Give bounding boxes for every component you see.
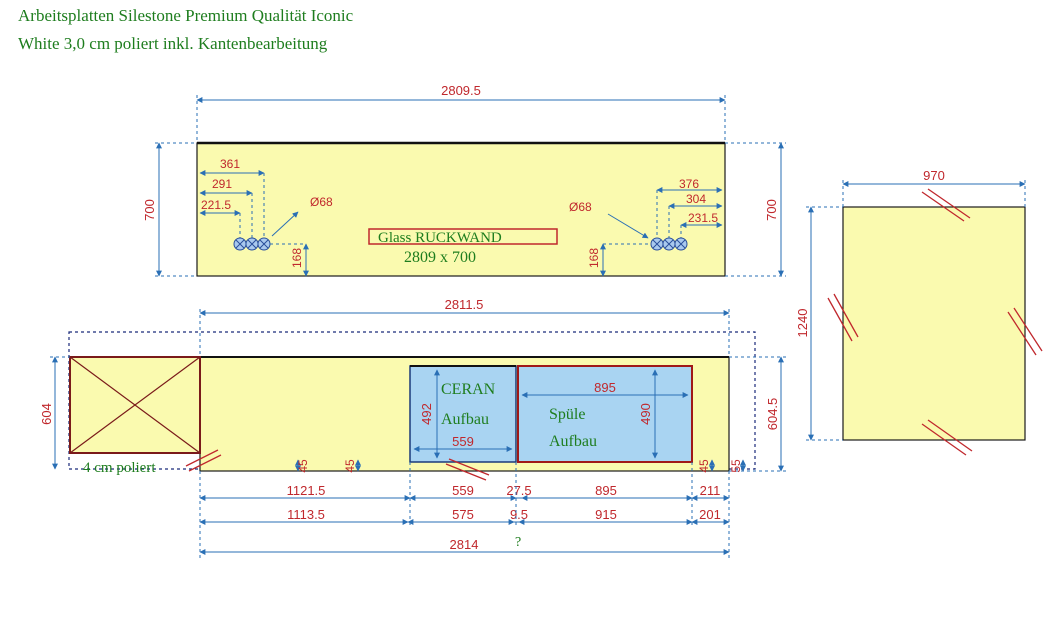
row1-dim-2: 559 <box>452 483 474 498</box>
edge-note: 4 cm poliert <box>83 460 156 476</box>
front-dim-4: 55 <box>729 459 743 473</box>
right-socket-holes: 376 304 231.5 Ø68 168 <box>569 177 723 277</box>
left-socket-holes: 361 291 221.5 Ø68 168 <box>199 157 333 277</box>
backsplash-label-box <box>368 228 558 245</box>
worktop-drawing: 2811.5 604 604.5 CERAN Aufbau 559 492 Sp… <box>39 297 786 560</box>
row1-dim-1: 1121.5 <box>287 483 326 498</box>
sink-label-line1: Spüle <box>549 406 585 423</box>
backsplash-size: 2809 x 700 <box>404 249 476 266</box>
dimension-row-2: 1113.5 575 9.5 915 201 <box>199 507 730 525</box>
worktop-total-label: 2814 <box>450 537 479 552</box>
left-hole-height: 168 <box>290 248 304 268</box>
backsplash-label: Glass RUCKWAND <box>378 230 502 246</box>
header-title-line1: Arbeitsplatten Silestone Premium Qualitä… <box>18 6 354 25</box>
sink-width: 895 <box>594 380 616 395</box>
row1-dim-3: 27.5 <box>506 483 531 498</box>
right-hole-dim-3: 231.5 <box>688 211 718 225</box>
dimension-row-1: 1121.5 559 27.5 895 211 <box>199 483 730 501</box>
row2-dim-5: 201 <box>699 507 721 522</box>
sink-depth: 490 <box>638 403 653 425</box>
header-title-line2: White 3,0 cm poliert inkl. Kantenbearbei… <box>18 34 328 53</box>
edge-marks <box>827 188 1043 456</box>
left-hole-dim-2: 291 <box>212 177 232 191</box>
backsplash-height-right-label: 700 <box>764 199 779 221</box>
ceran-depth: 492 <box>419 403 434 425</box>
worktop-left-depth: 604 <box>39 403 54 425</box>
left-hole-dim-3: 221.5 <box>201 198 231 212</box>
backsplash-width-label: 2809.5 <box>441 83 481 98</box>
side-panel <box>842 206 1026 441</box>
row2-dim-2: 575 <box>452 507 474 522</box>
question-mark: ? <box>515 535 521 550</box>
sink-cutout <box>517 365 693 463</box>
backsplash-panel <box>196 142 726 277</box>
ceran-label-line1: CERAN <box>441 381 496 398</box>
worktop-top-dim: 2811.5 <box>445 297 484 312</box>
right-hole-height: 168 <box>587 248 601 268</box>
worktop-right-depth: 604.5 <box>765 398 780 431</box>
front-dim-2: 45 <box>343 459 357 473</box>
left-hole-dim-1: 361 <box>220 157 240 171</box>
backsplash-height-left-label: 700 <box>142 199 157 221</box>
row2-dim-1: 1113.5 <box>287 507 325 522</box>
row1-dim-5: 211 <box>700 483 721 498</box>
side-panel-drawing: 970 1240 <box>795 168 1043 456</box>
left-hole-diameter: Ø68 <box>310 195 333 209</box>
right-hole-dim-2: 304 <box>686 192 706 206</box>
sink-label-line2: Aufbau <box>549 433 597 450</box>
front-dim-3: 45 <box>697 459 711 473</box>
row2-dim-3: 9.5 <box>510 507 528 522</box>
right-hole-dim-1: 376 <box>679 177 699 191</box>
ceran-width: 559 <box>452 434 474 449</box>
right-hole-diameter: Ø68 <box>569 200 592 214</box>
front-dim-1: 45 <box>296 459 310 473</box>
ceran-label-line2: Aufbau <box>441 411 489 428</box>
row1-dim-4: 895 <box>595 483 617 498</box>
side-panel-height-label: 1240 <box>795 309 810 338</box>
row2-dim-4: 915 <box>595 507 617 522</box>
backsplash-drawing: 2809.5 700 700 361 291 221.5 Ø68 <box>142 83 786 277</box>
side-panel-width-label: 970 <box>923 168 945 183</box>
